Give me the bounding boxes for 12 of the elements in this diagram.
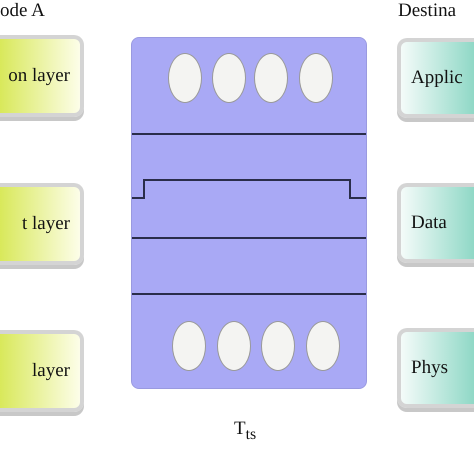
time-label: T$_{ts}$ — [234, 418, 256, 444]
column-heading: ode A — [0, 0, 45, 22]
slot-ellipse — [254, 53, 288, 103]
frame-panel — [131, 37, 367, 389]
slot-ellipse — [217, 321, 251, 371]
slot-ellipse — [212, 53, 246, 103]
slot-ellipse — [172, 321, 206, 371]
slot-ellipse — [306, 321, 340, 371]
column-heading: Destina — [398, 0, 456, 22]
slot-ellipse — [168, 53, 202, 103]
slot-ellipse — [299, 53, 333, 103]
slot-ellipse — [261, 321, 295, 371]
